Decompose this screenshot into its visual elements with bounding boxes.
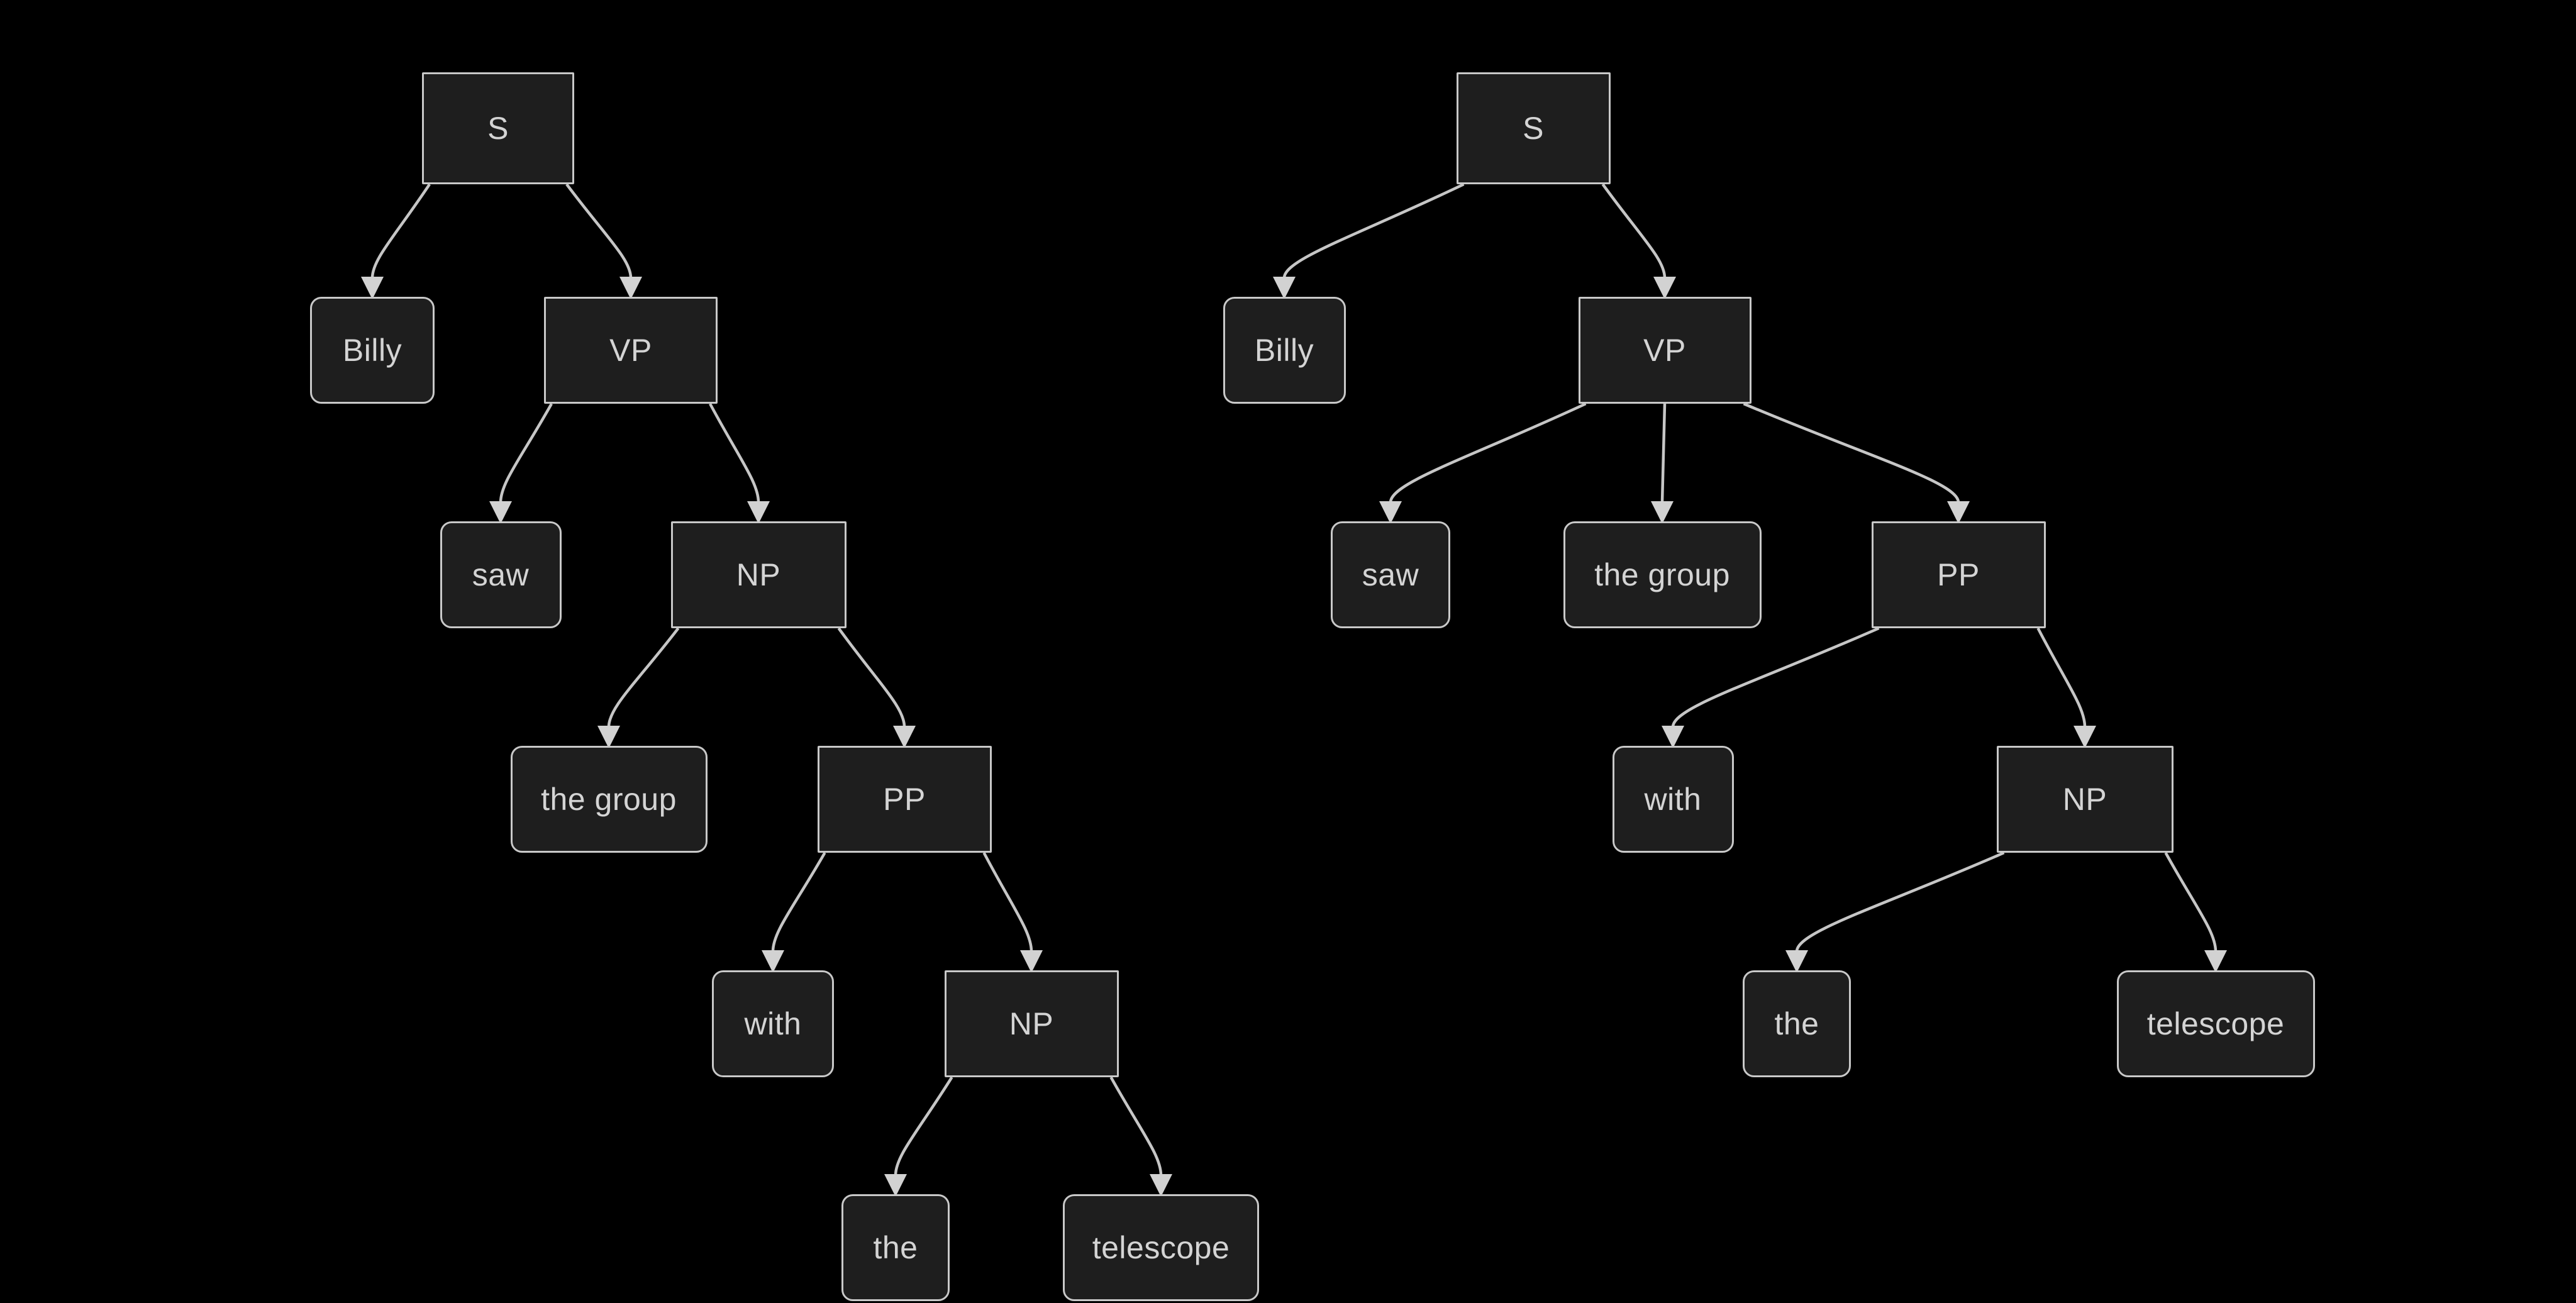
tree-left-edge-pp-np2	[982, 851, 1033, 952]
tree-left-node-billy-label: Billy	[342, 333, 402, 368]
tree-left-node-telescope: telescope	[1063, 1194, 1259, 1301]
tree-left-node-saw: saw	[440, 521, 562, 628]
tree-right-arrowhead-vp-pp	[1947, 501, 1970, 524]
tree-right-edge-np-the	[1795, 851, 2005, 952]
tree-right-node-the-group: the group	[1563, 521, 1762, 628]
tree-left-edge-vp-np	[709, 402, 760, 503]
tree-left-node-s: S	[422, 72, 574, 184]
tree-right-node-np-label: NP	[2062, 782, 2107, 817]
tree-left-node-with-label: with	[744, 1006, 802, 1041]
tree-left-edge-s-vp	[565, 183, 633, 279]
tree-left-node-the-label: the	[873, 1230, 918, 1265]
tree-left-arrowhead-vp-saw	[489, 501, 512, 524]
tree-left-edge-s-billy	[370, 183, 431, 279]
tree-left-edge-np2-telescope	[1109, 1076, 1163, 1176]
tree-right-arrowhead-pp-np	[2074, 726, 2096, 748]
tree-left-node-pp-label: PP	[883, 782, 926, 817]
tree-left-arrowhead-pp-with	[762, 950, 784, 973]
tree-right-arrowhead-vp-saw	[1379, 501, 1402, 524]
tree-left-arrowhead-s-billy	[361, 277, 384, 299]
tree-right-edge-pp-np	[2036, 627, 2087, 728]
tree-right-node-the-group-label: the group	[1594, 557, 1730, 592]
tree-left-edge-np-pp	[837, 627, 906, 728]
tree-left-node-np: NP	[670, 521, 847, 628]
tree-right-edge-np-telescope	[2164, 851, 2218, 952]
tree-right-arrowhead-np-telescope	[2204, 950, 2227, 973]
tree-left-edge-pp-with	[771, 851, 826, 952]
tree-left-arrowhead-vp-np	[747, 501, 770, 524]
tree-left-node-vp-label: VP	[609, 333, 652, 368]
tree-left-node-telescope-label: telescope	[1092, 1230, 1230, 1265]
tree-right-arrowhead-s-vp	[1653, 277, 1676, 299]
tree-right-edge-vp-saw	[1389, 402, 1587, 503]
tree-left-edge-vp-saw	[499, 402, 553, 503]
tree-right-node-billy: Billy	[1223, 297, 1346, 404]
tree-left-node-vp: VP	[544, 297, 718, 404]
tree-right-arrowhead-s-billy	[1273, 277, 1296, 299]
tree-left-arrowhead-np2-the	[884, 1174, 907, 1197]
tree-right-edge-vp-pp	[1743, 402, 1960, 503]
tree-left-node-pp: PP	[817, 746, 992, 853]
tree-left-arrowhead-np-pp	[893, 726, 916, 748]
tree-right-node-the: the	[1743, 970, 1851, 1077]
tree-right-node-with: with	[1612, 746, 1734, 853]
tree-left-edge-np2-the	[894, 1076, 953, 1176]
tree-right-node-s: S	[1456, 72, 1611, 184]
tree-left-node-s-label: S	[487, 111, 509, 146]
tree-right-node-vp-label: VP	[1643, 333, 1686, 368]
tree-right-edge-s-vp	[1601, 183, 1667, 279]
tree-left-node-the-group-label: the group	[541, 782, 677, 817]
tree-right-edge-vp-the-group	[1660, 403, 1667, 503]
tree-right-edge-s-billy	[1282, 182, 1465, 279]
tree-right-node-s-label: S	[1523, 111, 1544, 146]
tree-right-node-telescope: telescope	[2116, 970, 2315, 1077]
tree-right-node-vp: VP	[1578, 297, 1752, 404]
tree-left-arrowhead-np2-telescope	[1150, 1174, 1172, 1197]
tree-left-node-np-label: NP	[736, 557, 781, 592]
tree-left-edge-np-the-group	[607, 627, 680, 728]
tree-left-arrowhead-s-vp	[619, 277, 642, 299]
tree-right-node-the-label: the	[1774, 1006, 1819, 1041]
tree-right-edge-pp-with	[1671, 626, 1880, 728]
tree-right-node-billy-label: Billy	[1254, 333, 1314, 368]
tree-right-node-pp: PP	[1871, 521, 2046, 628]
tree-right-node-saw: saw	[1331, 521, 1450, 628]
tree-right-node-np: NP	[1996, 746, 2174, 853]
tree-left-node-the-group: the group	[510, 746, 708, 853]
tree-left-node-saw-label: saw	[472, 557, 530, 592]
tree-right-arrowhead-np-the	[1785, 950, 1808, 973]
tree-right-arrowhead-pp-with	[1662, 726, 1684, 748]
tree-right-node-saw-label: saw	[1362, 557, 1419, 592]
tree-right-node-telescope-label: telescope	[2146, 1006, 2285, 1041]
tree-left-node-with: with	[712, 970, 834, 1077]
tree-left-node-billy: Billy	[310, 297, 435, 404]
tree-left-arrowhead-pp-np2	[1020, 950, 1043, 973]
tree-right-arrowhead-vp-the-group	[1651, 501, 1674, 524]
tree-left-node-the: the	[841, 1194, 950, 1301]
tree-right-node-with-label: with	[1644, 782, 1702, 817]
tree-right-node-pp-label: PP	[1937, 557, 1980, 592]
tree-left-arrowhead-np-the-group	[597, 726, 620, 748]
tree-left-node-np2: NP	[944, 970, 1119, 1077]
tree-left-node-np2-label: NP	[1009, 1006, 1054, 1041]
